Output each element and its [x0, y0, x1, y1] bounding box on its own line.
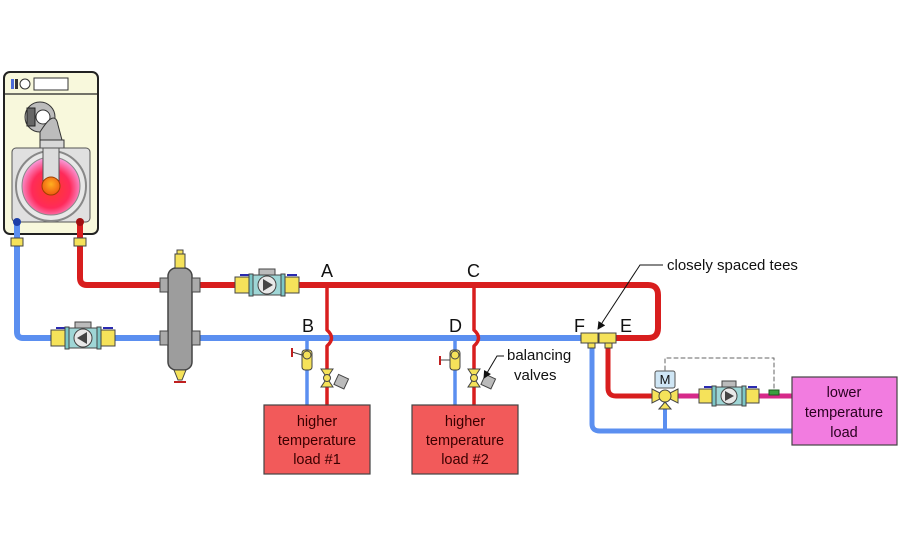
- secondary-supply-pipe: [605, 342, 668, 399]
- point-label-e: E: [620, 316, 632, 336]
- annotation-closely-spaced-tees: closely spaced tees: [667, 257, 798, 274]
- play-reverse-icon: [77, 332, 87, 344]
- system-circulator: [234, 268, 300, 297]
- boiler-circulator: [50, 321, 116, 350]
- load-label: temperature: [426, 433, 504, 449]
- mixing-circulator: [698, 380, 760, 407]
- indicator-icon: [11, 79, 14, 89]
- point-label-d: D: [449, 316, 462, 336]
- higher-temperature-load-1: higher temperature load #1: [263, 404, 371, 475]
- point-label-a: A: [321, 261, 333, 281]
- boiler: [3, 71, 99, 235]
- load-label: load #2: [441, 452, 489, 468]
- annotation-valves: valves: [514, 367, 557, 384]
- load-label: lower: [827, 385, 862, 401]
- closely-spaced-tees: [580, 332, 617, 349]
- flow-check-valve-2: [439, 349, 461, 371]
- air-vent-icon: [174, 253, 186, 269]
- load2-supply-pipe: [472, 283, 481, 407]
- balancing-valve-2: [467, 368, 497, 390]
- actuator-label: M: [660, 372, 671, 387]
- point-label-f: F: [574, 316, 585, 336]
- load-label: load: [830, 425, 857, 441]
- hydraulic-separator: [159, 249, 201, 383]
- point-label-b: B: [302, 316, 314, 336]
- load-label: load #1: [293, 452, 341, 468]
- boiler-supply-pipe: [77, 219, 168, 288]
- mixing-valve: M: [651, 370, 679, 410]
- temperature-sensor-icon: [768, 389, 780, 396]
- load-label: temperature: [278, 433, 356, 449]
- flow-check-valve-1: [291, 348, 313, 371]
- secondary-return-pipe: [589, 342, 798, 434]
- boiler-return-pipe: [14, 219, 168, 341]
- balancing-arrow: [483, 355, 504, 379]
- load1-supply-pipe: [325, 283, 334, 407]
- load-label: higher: [297, 414, 337, 430]
- piping: [14, 219, 798, 434]
- higher-temperature-load-2: higher temperature load #2: [411, 404, 519, 475]
- point-label-c: C: [467, 261, 480, 281]
- balancing-valve-1: [320, 368, 350, 390]
- control-wire: [664, 357, 775, 391]
- boiler-unions: [10, 218, 87, 247]
- tees-arrow: [597, 264, 663, 330]
- annotation-balancing: balancing: [507, 347, 571, 364]
- drain-valve-icon: [173, 369, 187, 381]
- lower-temperature-load: lower temperature load: [791, 376, 898, 446]
- boiler-display: [33, 77, 69, 91]
- play-icon: [263, 279, 273, 291]
- system-supply-pipe: [192, 282, 661, 341]
- play-icon: [725, 391, 734, 401]
- load-label: temperature: [805, 405, 883, 421]
- load-label: higher: [445, 414, 485, 430]
